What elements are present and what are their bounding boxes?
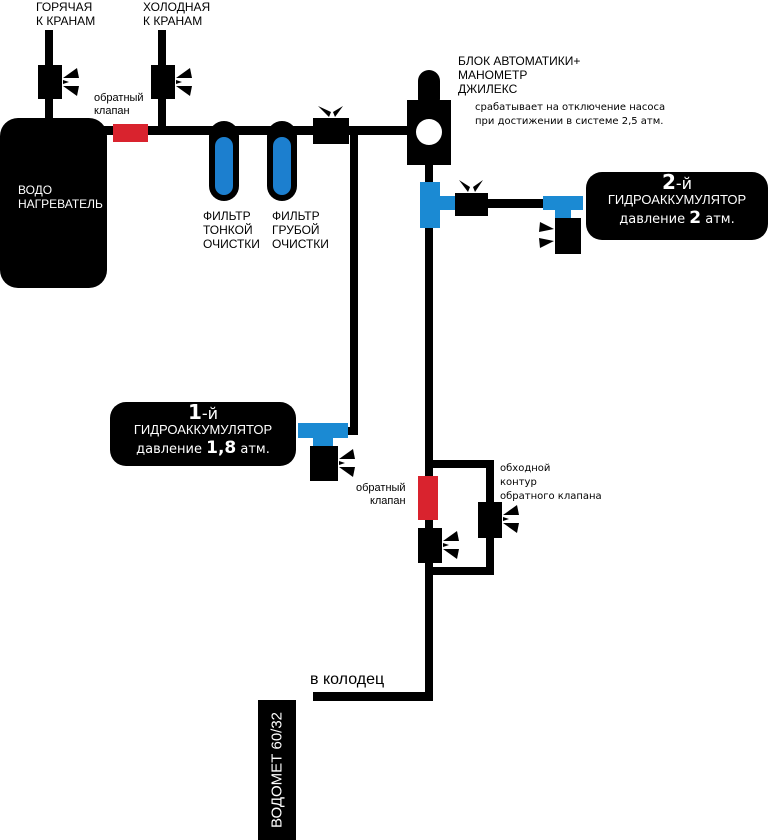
pipe-to-acc1-riser: [350, 130, 358, 435]
tee-fitting-acc1-icon: [298, 423, 348, 448]
valve-acc2-drain-icon: [539, 218, 581, 254]
pump-label: ВОДОМЕТ 60/32: [268, 711, 286, 829]
accumulator-1-name: ГИДРОАККУМУЛЯТОР: [133, 422, 273, 437]
water-heater-tank: [0, 118, 107, 288]
valve-acc1-drain-icon: [310, 446, 355, 481]
accumulator-1-number: 1-й: [187, 400, 219, 424]
pipe-bypass-bottom: [425, 567, 493, 575]
pipe-to-well: [313, 692, 433, 701]
pipe-main-vertical: [425, 160, 433, 700]
automation-block-icon: [407, 70, 451, 165]
check-valve-top-icon: [113, 124, 148, 142]
to-well-label: в колодец: [310, 671, 385, 688]
accumulator-2-name: ГИДРОАККУМУЛЯТОР: [607, 192, 747, 207]
accumulator-1-pressure: давление 1,8 атм.: [136, 437, 270, 458]
pipe-main-horizontal: [100, 126, 430, 135]
valve-cold-icon: [151, 65, 192, 99]
pipe-bypass-top: [425, 460, 493, 468]
pipe-to-acc2: [430, 199, 575, 208]
tee-fitting-acc2-icon: [543, 196, 583, 220]
coarse-filter: [267, 121, 297, 201]
valve-main-icon: [313, 106, 349, 144]
valve-bypass-icon: [478, 502, 519, 538]
accumulator-2-number: 2-й: [661, 170, 693, 194]
pipe-acc1-elbow: [345, 427, 358, 435]
accumulator-2-pressure: давление 2 атм.: [619, 207, 735, 228]
accumulator-1-box: 1-й ГИДРОАККУМУЛЯТОР давление 1,8 атм.: [110, 402, 296, 466]
valve-main-vertical-icon: [418, 528, 459, 563]
fine-filter: [209, 121, 239, 201]
tee-fitting-main-icon: [420, 182, 456, 228]
valve-hot-icon: [38, 65, 79, 99]
accumulator-2-box: 2-й ГИДРОАККУМУЛЯТОР давление 2 атм.: [586, 172, 768, 240]
pump-block: ВОДОМЕТ 60/32: [258, 700, 296, 840]
check-valve-bottom-icon: [418, 476, 438, 520]
valve-acc2-line-icon: [455, 180, 488, 216]
